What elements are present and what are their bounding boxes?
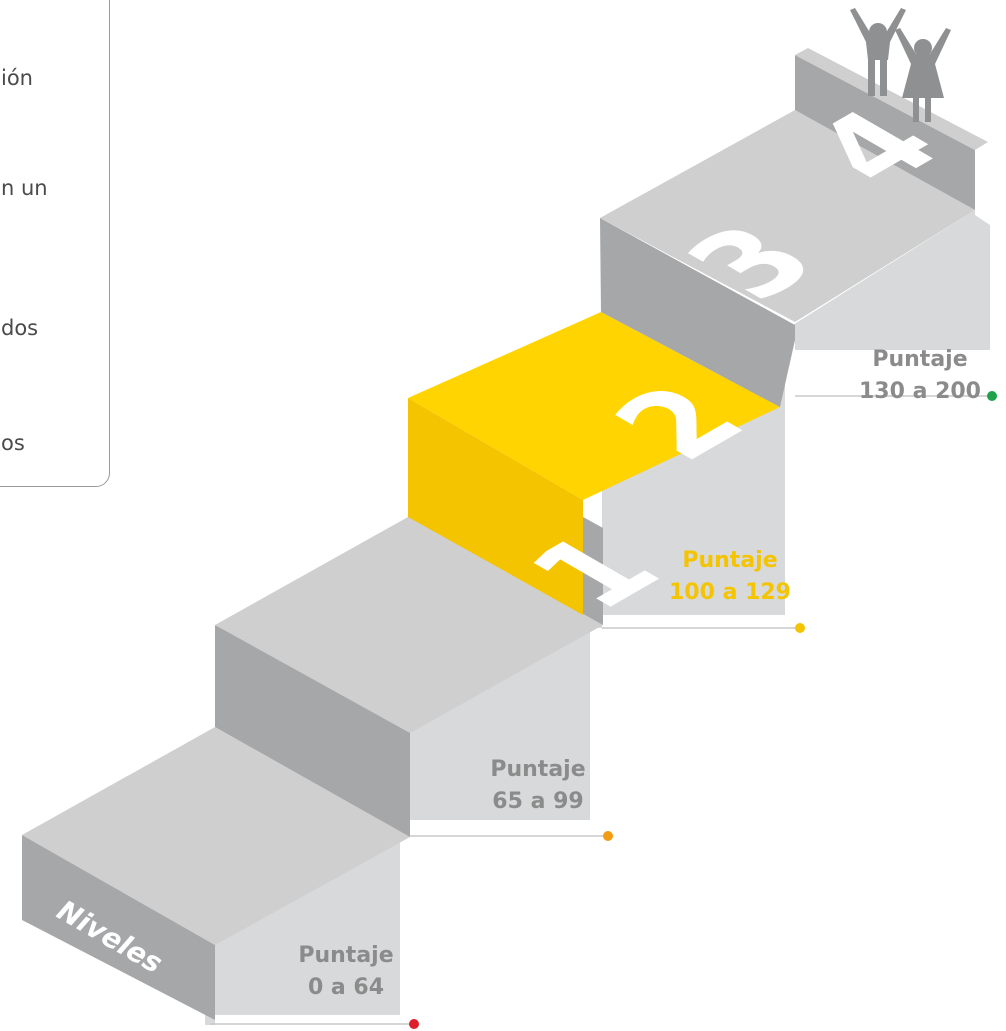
dot-level-4	[987, 391, 997, 401]
step-3-top	[408, 312, 780, 500]
info-card-line: os	[1, 431, 25, 455]
score-title-level-4: Puntaje	[872, 347, 968, 372]
score-range-level-3: 100 a 129	[668, 580, 791, 605]
step-3-riser	[408, 398, 583, 615]
info-card-line: dos	[1, 316, 39, 340]
step-1-front	[22, 835, 215, 1020]
score-title-level-2: Puntaje	[490, 757, 586, 782]
step-4-back-wall	[795, 55, 975, 210]
score-label-level-3: Puntaje 100 a 129	[640, 545, 820, 609]
score-label-level-2: Puntaje 65 a 99	[448, 754, 628, 818]
step-4	[600, 48, 988, 407]
children-figures-icon	[850, 8, 951, 122]
dot-level-2	[603, 831, 613, 841]
info-card: ión n un dos os	[0, 0, 110, 487]
step-1-top	[22, 727, 410, 945]
score-range-level-2: 65 a 99	[492, 789, 584, 814]
score-label-level-4: Puntaje 130 a 200	[830, 344, 1006, 408]
score-title-level-1: Puntaje	[298, 943, 394, 968]
step-1	[22, 625, 410, 1020]
step-2-top	[215, 517, 603, 733]
step-3	[408, 312, 780, 615]
step-4-riser	[600, 218, 795, 407]
dot-level-3	[795, 623, 805, 633]
dot-level-1	[409, 1019, 419, 1029]
step-4-top	[600, 110, 975, 322]
info-card-line: ión	[1, 66, 33, 90]
step-1-riser	[215, 625, 410, 837]
score-title-level-3: Puntaje	[682, 548, 778, 573]
score-range-level-1: 0 a 64	[307, 975, 385, 1000]
step-4-back-wall-top	[795, 48, 988, 150]
info-card-line: n un	[1, 176, 48, 200]
score-range-level-4: 130 a 200	[858, 379, 981, 404]
score-label-level-1: Puntaje 0 a 64	[256, 940, 436, 1004]
